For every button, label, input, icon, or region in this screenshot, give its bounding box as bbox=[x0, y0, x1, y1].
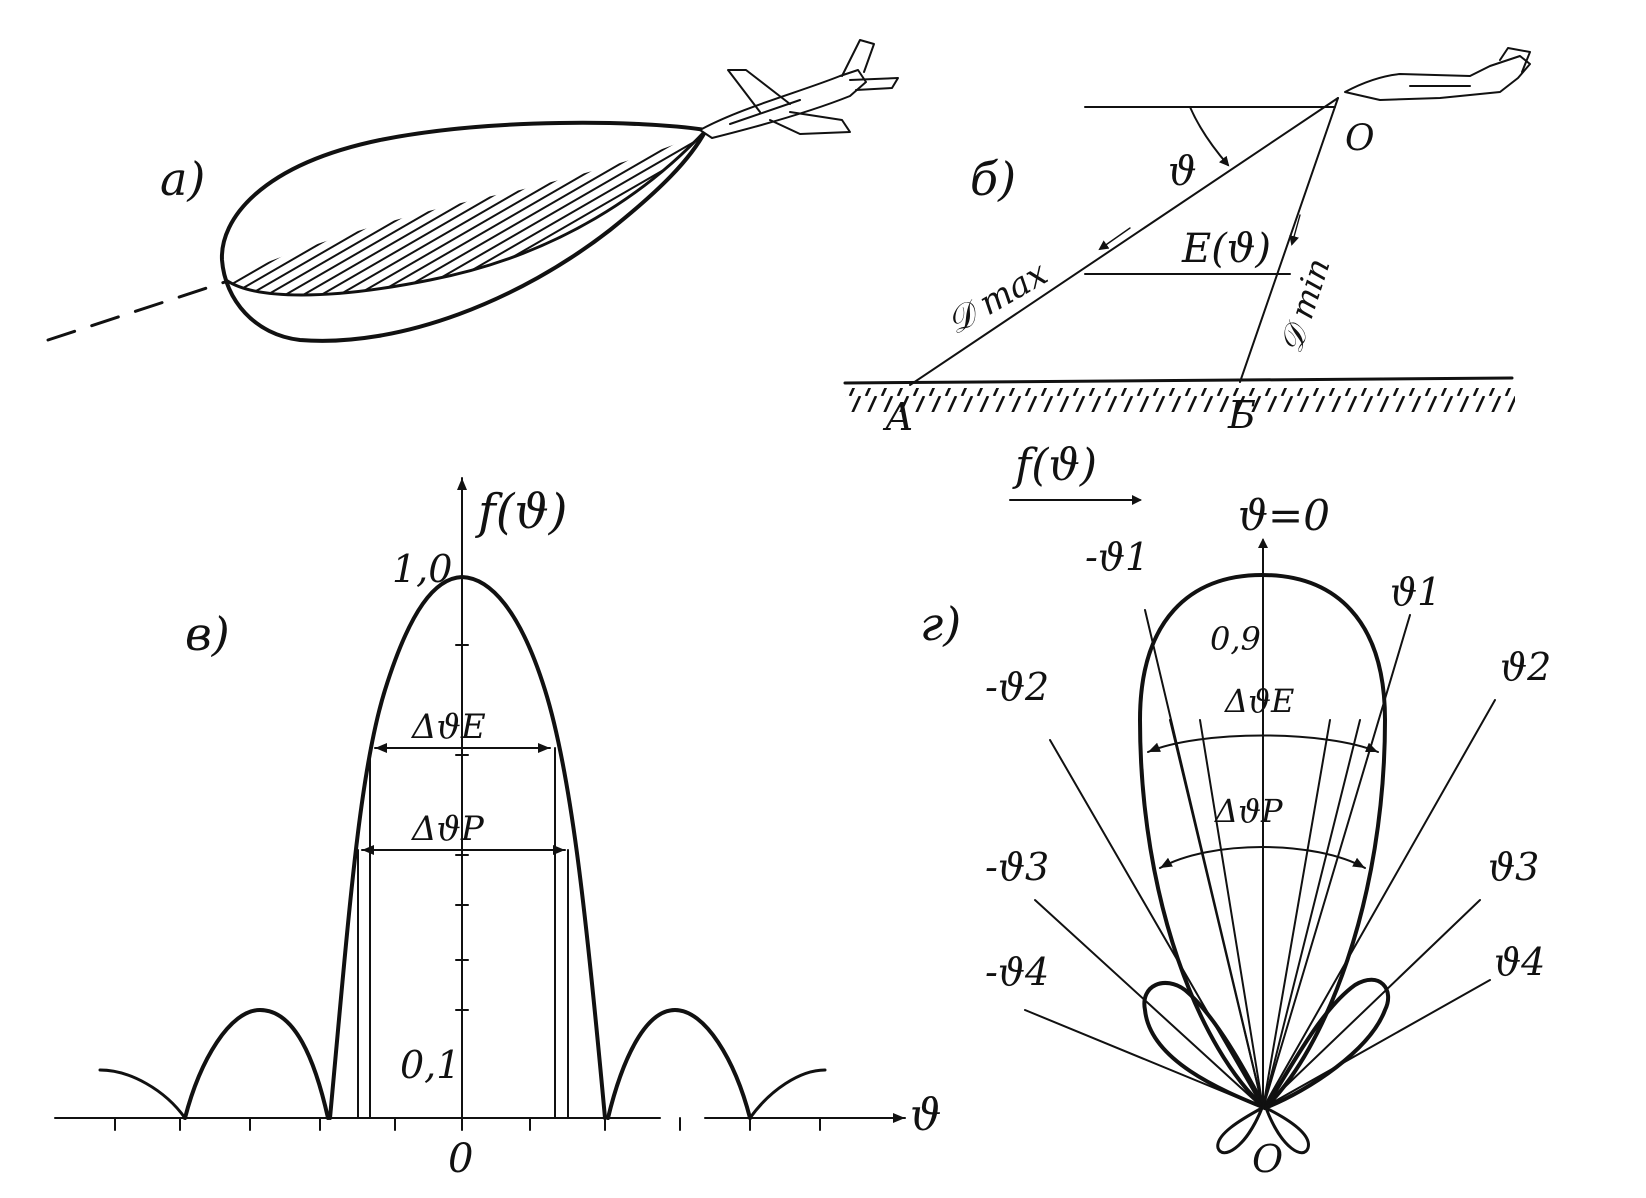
arrow-on-d-max bbox=[1098, 227, 1131, 251]
side-lobe-left-2 bbox=[98, 1068, 187, 1120]
main-lobe bbox=[328, 575, 607, 1120]
polar-width-p-label: ΔϑP bbox=[1213, 792, 1283, 830]
polar-back-lobe-left bbox=[1216, 1106, 1264, 1155]
aircraft-icon bbox=[699, 39, 899, 139]
width-p-label: ΔϑP bbox=[410, 809, 485, 849]
tick-label-polar: 0,9 bbox=[1210, 620, 1261, 658]
theta-1-label: ϑ1 bbox=[1390, 570, 1441, 614]
origin-label-d: О bbox=[1252, 1137, 1283, 1181]
polar-side-lobe-left bbox=[1142, 980, 1267, 1110]
side-lobe-right-2 bbox=[748, 1068, 827, 1120]
theta-2-label: ϑ2 bbox=[1500, 645, 1551, 689]
f-label: f(ϑ) bbox=[1012, 440, 1097, 491]
neg-theta-1-label: -ϑ1 bbox=[1085, 535, 1149, 579]
origin-label-b: О bbox=[1345, 118, 1375, 159]
panel-a: а) bbox=[46, 39, 899, 343]
neg-theta-4-label: -ϑ4 bbox=[985, 950, 1049, 994]
d-max-label: 𝒟 max bbox=[940, 253, 1055, 342]
panel-b: ϑ О E(ϑ) 𝒟 max 𝒟 min А Б б) bbox=[843, 47, 1531, 439]
panel-c: ΔϑE ΔϑP f(ϑ) ϑ 0 1,0 0,1 в) bbox=[54, 477, 941, 1182]
neg-theta-2-label: -ϑ2 bbox=[985, 665, 1049, 709]
x-axis-label: ϑ bbox=[910, 1090, 941, 1141]
beam-width-guides bbox=[357, 747, 569, 1119]
ground-line bbox=[843, 376, 1514, 385]
theta-3-label: ϑ3 bbox=[1488, 845, 1539, 889]
x-axis-ticks bbox=[114, 1117, 821, 1131]
neg-theta-3-label: -ϑ3 bbox=[985, 845, 1049, 889]
polar-back-lobe-right bbox=[1264, 1106, 1310, 1155]
y-axis-label: f(ϑ) bbox=[475, 484, 568, 540]
panel-c-label: в) bbox=[185, 607, 230, 661]
d-min-label: 𝒟 min bbox=[1271, 254, 1337, 358]
arrow-on-d-min bbox=[1289, 214, 1301, 246]
ray-d-min bbox=[1239, 97, 1339, 383]
angle-label: ϑ bbox=[1168, 149, 1197, 195]
tick-label-top: 1,0 bbox=[392, 547, 452, 591]
y-axis-ticks bbox=[455, 644, 469, 1011]
polar-width-e-label: ΔϑE bbox=[1223, 682, 1294, 720]
field-label: E(ϑ) bbox=[1181, 226, 1271, 272]
aircraft-icon-small bbox=[1344, 47, 1531, 101]
width-e-label: ΔϑE bbox=[410, 707, 486, 747]
ray-d-max bbox=[909, 97, 1339, 386]
point-b-label: Б bbox=[1227, 393, 1256, 437]
tick-label-low: 0,1 bbox=[400, 1043, 460, 1087]
flight-path-dashes bbox=[46, 280, 227, 342]
polar-side-lobe-right bbox=[1263, 977, 1391, 1110]
panel-a-label: а) bbox=[160, 152, 205, 206]
polar-arc-p bbox=[1159, 846, 1366, 869]
panel-d-label: г) bbox=[920, 597, 961, 651]
angle-arc bbox=[1189, 106, 1230, 167]
polar-arc-e bbox=[1147, 734, 1379, 753]
theta-0-label: ϑ=0 bbox=[1238, 491, 1330, 540]
theta-4-label: ϑ4 bbox=[1494, 940, 1545, 984]
point-a-label: А bbox=[882, 395, 914, 439]
side-lobe-right-1 bbox=[606, 1008, 752, 1120]
panel-d: f(ϑ) ϑ=0 -ϑ1 ϑ1 -ϑ2 bbox=[920, 440, 1551, 1181]
panel-b-label: б) bbox=[970, 152, 1016, 206]
beam-outer bbox=[219, 120, 708, 343]
origin-label-c: 0 bbox=[448, 1136, 473, 1182]
ground-hatch bbox=[845, 388, 1515, 412]
side-lobe-left-1 bbox=[183, 1008, 330, 1120]
beam-inner-shade bbox=[226, 130, 706, 295]
